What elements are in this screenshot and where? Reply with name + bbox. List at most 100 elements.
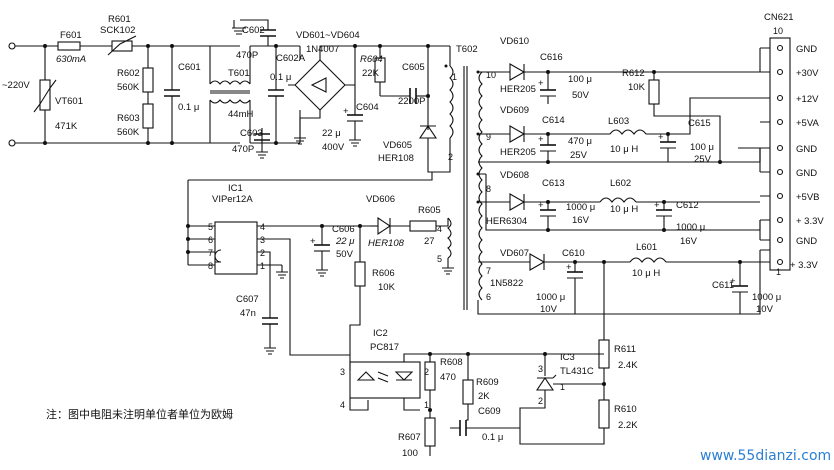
svg-text:VD609: VD609 [500,105,529,116]
svg-text:GND: GND [796,236,817,247]
svg-text:2K: 2K [478,391,490,402]
capacitor-c604: + C604 22 μ 400V [322,44,379,153]
svg-text:C604: C604 [356,102,379,113]
svg-text:C609: C609 [478,406,501,417]
svg-text:1: 1 [560,382,565,392]
svg-text:R612: R612 [622,68,645,79]
svg-text:10 μ H: 10 μ H [610,204,638,215]
svg-text:2.2K: 2.2K [618,420,638,431]
svg-text:10V: 10V [756,304,774,315]
svg-text:50V: 50V [336,249,354,260]
resistor-r608: R608 470 [424,354,463,410]
ic2-pc817: IC2 PC817 3 2 4 1 [340,328,430,411]
svg-text:SCK102: SCK102 [100,25,135,36]
thermistor-r601: R601 SCK102 [100,14,137,56]
diode-vd605: VD605 HER108 [378,60,438,164]
svg-text:+30V: +30V [796,68,819,79]
svg-text:0.1 μ: 0.1 μ [178,102,199,113]
svg-text:+: + [538,200,544,211]
svg-text:4: 4 [340,400,345,410]
svg-text:+5VA: +5VA [796,118,819,129]
svg-text:C614: C614 [542,115,565,126]
bridge-rectifier: VD601~VD604 1N4007 [288,30,360,145]
svg-text:C606: C606 [332,224,355,235]
svg-text:VD605: VD605 [383,140,412,151]
svg-text:1000 μ: 1000 μ [536,292,565,303]
svg-text:+: + [343,106,349,117]
svg-text:HER108: HER108 [368,238,405,249]
choke-t601: T601 44mH [209,46,253,143]
svg-text:1000 μ: 1000 μ [752,292,781,303]
svg-text:560K: 560K [117,127,140,138]
svg-text:PC817: PC817 [370,342,399,353]
svg-text:25V: 25V [694,154,712,165]
svg-text:16V: 16V [572,215,590,226]
resistor-r606: R606 10K [349,224,396,355]
svg-text:560K: 560K [117,82,140,93]
svg-text:IC2: IC2 [373,328,388,339]
svg-text:GND: GND [796,168,817,179]
svg-text:C611: C611 [712,280,734,291]
svg-text:T601: T601 [228,68,250,79]
svg-text:VD607: VD607 [500,248,529,259]
svg-text:R605: R605 [418,205,441,216]
resistor-r602-r603: R602 560K R603 560K [117,44,154,145]
svg-text:10: 10 [486,70,496,80]
svg-text:HER6304: HER6304 [486,216,527,227]
svg-text:470: 470 [440,372,456,383]
output-3v3: VD607 1N5822 + C610 1000 μ 10V L601 10 μ… [478,242,781,315]
svg-text:VD610: VD610 [500,36,529,47]
svg-text:C605: C605 [402,62,425,73]
svg-text:T602: T602 [456,44,478,55]
svg-text:R610: R610 [614,404,637,415]
resistor-r605: R605 27 [409,205,449,247]
svg-text:R604: R604 [360,54,383,65]
fuse-f601: F601 630mA [56,30,86,65]
svg-text:1000 μ: 1000 μ [566,202,595,213]
ic3-tl431c: IC3 TL431C 3 1 2 [519,352,604,428]
divider-r611-r610: R611 2.4K R610 2.2K [519,262,638,445]
svg-text:IC3: IC3 [560,352,575,363]
capacitor-c602: C602 470P [232,19,276,61]
svg-text:+: + [538,134,544,145]
aux-winding: 4 5 [437,217,454,275]
svg-text:+ 3.3V: + 3.3V [790,260,818,271]
svg-text:C610: C610 [562,248,585,259]
svg-text:VIPer12A: VIPer12A [212,194,253,205]
footnote: 注：图中电阻未注明单位者单位为欧姆 [46,407,233,421]
svg-text:F601: F601 [60,30,82,41]
svg-text:TL431C: TL431C [560,366,594,377]
svg-text:100: 100 [402,448,418,459]
svg-text:+12V: +12V [796,94,819,105]
svg-text:0.1 μ: 0.1 μ [270,72,291,83]
output-30v: VD610 HER205 + C616 100 μ 50V R612 10K [478,36,760,114]
svg-text:471K: 471K [55,121,78,132]
svg-text:R606: R606 [372,268,395,279]
svg-text:C615: C615 [688,118,711,129]
svg-text:R611: R611 [614,344,636,355]
svg-text:L601: L601 [636,242,657,253]
svg-text:VT601: VT601 [55,96,83,107]
svg-text:27: 27 [424,236,435,247]
svg-text:R609: R609 [476,377,499,388]
svg-text:HER108: HER108 [378,153,414,164]
svg-text:+5VB: +5VB [796,192,820,203]
svg-text:R603: R603 [117,113,140,124]
svg-text:+: + [654,200,660,211]
capacitor-c603: C603 470P [232,128,270,159]
svg-text:3: 3 [538,364,543,374]
svg-text:2: 2 [448,152,453,162]
svg-text:100 μ: 100 μ [568,74,592,85]
snubber-r604-c605: R604 22K C605 2200P [360,44,430,107]
svg-text:+: + [566,262,572,273]
svg-text:25V: 25V [570,150,588,161]
svg-text:9: 9 [486,132,491,142]
svg-text:10 μ H: 10 μ H [610,144,638,155]
svg-text:16V: 16V [680,236,698,247]
svg-text:400V: 400V [322,142,345,153]
svg-text:10K: 10K [628,82,646,93]
svg-text:5: 5 [208,222,213,232]
svg-text:50V: 50V [572,90,590,101]
svg-text:4: 4 [260,222,265,232]
